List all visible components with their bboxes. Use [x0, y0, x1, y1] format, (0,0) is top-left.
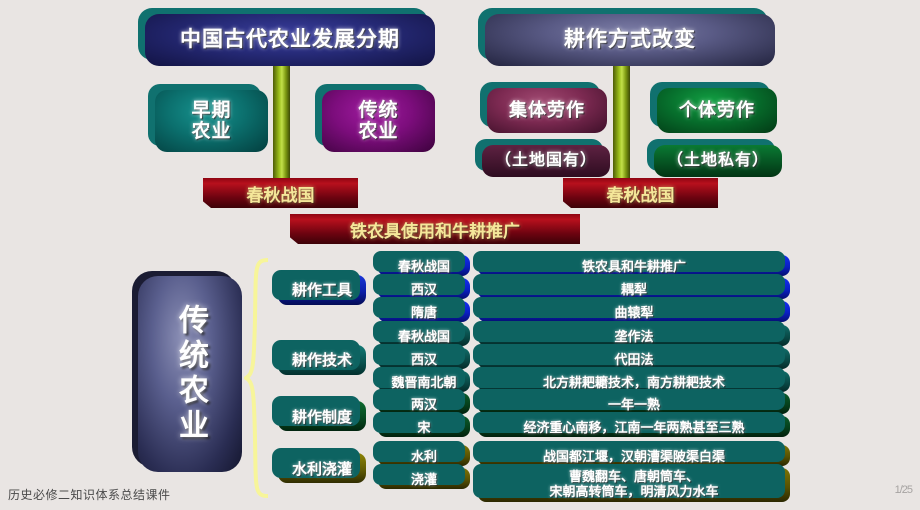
table-group: 耕作技术 春秋战国 垄作法西汉 代田法魏晋南北朝 北方耕耙耱技术，南方耕耙技术 — [272, 321, 790, 394]
table-era-cell[interactable]: 宋 — [373, 412, 470, 437]
table-era-label: 两汉 — [410, 397, 437, 412]
table-era-cell[interactable]: 浇灌 — [373, 464, 470, 489]
table-description-label: 战国都江堰，汉朝漕渠陂渠白渠 — [542, 449, 725, 464]
table-era-cell[interactable]: 西汉 — [373, 344, 470, 369]
footer-text: 历史必修二知识体系总结课件 — [8, 488, 171, 502]
vertical-traditional-agriculture-label: 传统农业 — [174, 304, 207, 444]
table-era-label: 西汉 — [410, 282, 437, 297]
table-description-cell[interactable]: 战国都江堰，汉朝漕渠陂渠白渠 — [473, 441, 790, 466]
table-description-label: 耦犁 — [620, 282, 647, 297]
connector-bar-right — [613, 62, 630, 184]
table-era-cell[interactable]: 隋唐 — [373, 297, 470, 322]
table-category-label: 耕作工具 — [291, 282, 352, 299]
title-left-label: 中国古代农业发展分期 — [180, 28, 400, 52]
table-description-cell[interactable]: 垄作法 — [473, 321, 790, 346]
title-box-right[interactable]: 耕作方式改变 — [478, 8, 775, 66]
table-era-cell[interactable]: 春秋战国 — [373, 251, 470, 276]
red-banner-right-label: 春秋战国 — [606, 185, 675, 205]
table-category-cell[interactable]: 耕作制度 — [272, 396, 366, 431]
collective-labor-box[interactable]: 集体劳作 — [480, 82, 607, 133]
table-description-label: 代田法 — [614, 352, 654, 367]
table-description-label: 曹魏翻车、唐朝筒车、 宋朝高转筒车，明清风力水车 — [549, 469, 719, 499]
table-category-cell[interactable]: 耕作工具 — [272, 269, 366, 305]
table-era-label: 宋 — [417, 420, 431, 435]
brace-icon — [244, 258, 269, 498]
table-era-label: 浇灌 — [410, 472, 437, 487]
table-description-label: 一年一熟 — [607, 397, 660, 412]
table-description-cell[interactable]: 铁农具和牛耕推广 — [473, 251, 790, 276]
title-box-left[interactable]: 中国古代农业发展分期 — [138, 8, 435, 66]
table-era-label: 水利 — [410, 449, 437, 464]
table-description-cell[interactable]: 代田法 — [473, 344, 790, 369]
red-banner-center-label: 铁农具使用和牛耕推广 — [350, 221, 520, 241]
table-description-label: 垄作法 — [614, 329, 654, 344]
table-category-cell[interactable]: 耕作技术 — [272, 339, 366, 375]
table-era-label: 春秋战国 — [397, 329, 450, 344]
traditional-agriculture-box[interactable]: 传统 农业 — [315, 84, 435, 152]
individual-labor-label: 个体劳作 — [679, 100, 755, 121]
table-description-label: 铁农具和牛耕推广 — [581, 259, 686, 274]
table-description-cell[interactable]: 曹魏翻车、唐朝筒车、 宋朝高转筒车，明清风力水车 — [473, 464, 790, 502]
table-era-cell[interactable]: 春秋战国 — [373, 321, 470, 346]
title-right-label: 耕作方式改变 — [564, 28, 696, 52]
red-banner-right[interactable]: 春秋战国 — [563, 178, 718, 208]
table-era-cell[interactable]: 水利 — [373, 441, 470, 466]
table-era-cell[interactable]: 魏晋南北朝 — [373, 367, 470, 392]
table-group: 水利浇灌 水利 战国都江堰，汉朝漕渠陂渠白渠浇灌 曹魏翻车、唐朝筒车、 宋朝高转筒车，… — [272, 441, 790, 502]
land-state-owned-label: （土地国有） — [494, 152, 597, 170]
table-era-cell[interactable]: 两汉 — [373, 389, 470, 414]
table-description-label: 曲辕犁 — [614, 305, 654, 320]
table-category-label: 耕作制度 — [291, 408, 352, 426]
table-description-label: 北方耕耙耱技术，南方耕耙技术 — [542, 375, 725, 390]
table-category-label: 水利浇灌 — [291, 460, 352, 478]
connector-bar-left — [273, 62, 290, 186]
land-private-owned-label: （土地私有） — [666, 152, 769, 170]
table-description-cell[interactable]: 曲辕犁 — [473, 297, 790, 322]
table-group: 耕作制度 两汉 一年一熟宋 经济重心南移，江南一年两熟甚至三熟 — [272, 389, 790, 439]
table-era-cell[interactable]: 西汉 — [373, 274, 470, 299]
vertical-traditional-agriculture-box[interactable]: 传统农业 — [132, 271, 242, 472]
table-description-cell[interactable]: 经济重心南移，江南一年两熟甚至三熟 — [473, 412, 790, 437]
individual-labor-box[interactable]: 个体劳作 — [650, 82, 777, 133]
red-banner-left-label: 春秋战国 — [246, 185, 315, 205]
table-description-cell[interactable]: 耦犁 — [473, 274, 790, 299]
early-agriculture-label: 早期 农业 — [191, 99, 232, 142]
early-agriculture-box[interactable]: 早期 农业 — [148, 84, 268, 152]
page-number: 1/25 — [894, 484, 913, 496]
table-description-cell[interactable]: 一年一熟 — [473, 389, 790, 414]
collective-labor-label: 集体劳作 — [509, 100, 585, 121]
table-era-label: 隋唐 — [410, 305, 437, 320]
land-state-owned-box[interactable]: （土地国有） — [475, 139, 610, 177]
traditional-agriculture-label: 传统 农业 — [358, 99, 399, 142]
table-description-label: 经济重心南移，江南一年两熟甚至三熟 — [523, 420, 745, 435]
table-era-label: 魏晋南北朝 — [391, 375, 457, 390]
land-private-owned-box[interactable]: （土地私有） — [647, 139, 782, 177]
red-banner-center[interactable]: 铁农具使用和牛耕推广 — [290, 214, 580, 244]
table-category-label: 耕作技术 — [291, 352, 352, 369]
red-banner-left[interactable]: 春秋战国 — [203, 178, 358, 208]
table-description-cell[interactable]: 北方耕耙耱技术，南方耕耙技术 — [473, 367, 790, 392]
table-group: 耕作工具 春秋战国 铁农具和牛耕推广西汉 耦犁隋唐 曲辕犁 — [272, 251, 790, 324]
table-era-label: 西汉 — [410, 352, 437, 367]
table-category-cell[interactable]: 水利浇灌 — [272, 448, 366, 483]
table-era-label: 春秋战国 — [397, 259, 450, 274]
